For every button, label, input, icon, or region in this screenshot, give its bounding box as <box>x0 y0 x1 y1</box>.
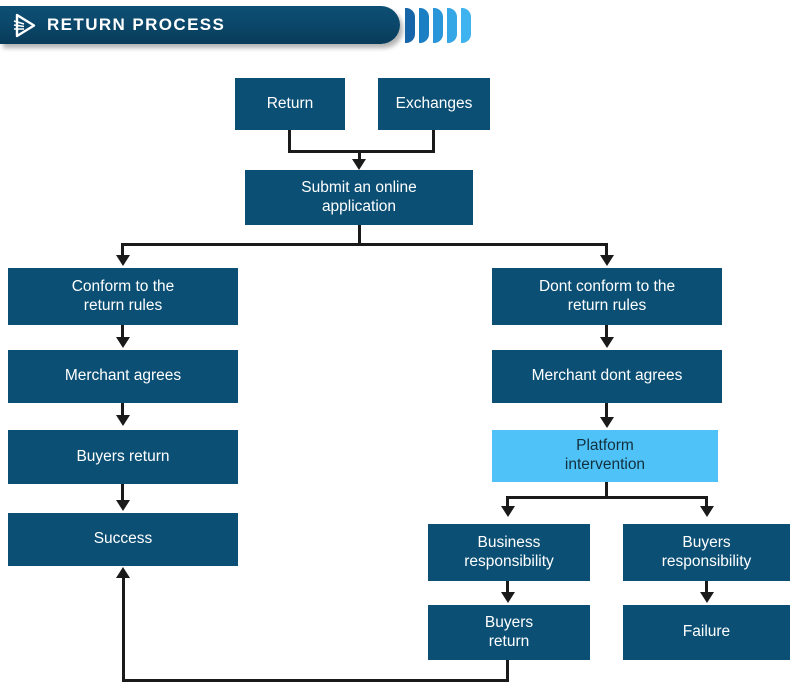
flow-node-label: Buyers responsibility <box>661 533 752 570</box>
edge-buyers-success <box>121 484 124 501</box>
edge-exchanges-down <box>432 130 435 152</box>
edge-merge-top <box>288 150 435 153</box>
arrowhead-business-resp <box>501 506 515 517</box>
arrowhead-merchant-dont <box>600 337 614 348</box>
decor-bar-5 <box>461 8 471 43</box>
flow-node-return[interactable]: Return <box>235 78 345 130</box>
edge-platform-split-bar <box>506 496 708 499</box>
flow-node-label: Dont conform to the return rules <box>538 277 676 314</box>
edge-conform-merchant <box>121 325 124 339</box>
flow-node-label: Buyers return <box>484 613 534 650</box>
flow-node-label: Return <box>266 94 314 112</box>
edge-business-buyersreturn <box>506 581 509 594</box>
flow-node-label: Submit an online application <box>301 178 417 215</box>
flow-node-failure[interactable]: Failure <box>623 605 790 660</box>
arrowhead-feedback-success <box>116 567 130 578</box>
header-bar: RETURN PROCESS <box>0 6 400 44</box>
flow-node-conform[interactable]: Conform to the return rules <box>8 268 238 325</box>
edge-feedback-up <box>122 578 125 679</box>
edge-platform-split-right <box>705 496 708 508</box>
edge-return-down <box>288 130 291 152</box>
flow-node-merchant-dont[interactable]: Merchant dont agrees <box>492 350 722 403</box>
flow-node-label: Buyers return <box>76 447 170 465</box>
arrowhead-buyers-return-left <box>116 415 130 426</box>
flow-node-label: Merchant agrees <box>64 367 182 385</box>
flow-node-submit[interactable]: Submit an online application <box>245 170 473 225</box>
flow-node-label: Merchant dont agrees <box>531 367 683 385</box>
arrowhead-success <box>116 500 130 511</box>
arrowhead-buyers-return-right <box>501 592 515 603</box>
arrowhead-dont-conform <box>600 255 614 266</box>
edge-merchantdont-platform <box>605 403 608 419</box>
flow-node-platform[interactable]: Platform intervention <box>492 430 718 482</box>
flow-node-label: Success <box>93 530 153 548</box>
decor-bar-4 <box>447 8 457 43</box>
flow-node-business-resp[interactable]: Business responsibility <box>428 524 590 581</box>
play-arrow-outline-icon <box>12 13 38 38</box>
edge-feedback-horizontal <box>122 679 509 682</box>
page-title: RETURN PROCESS <box>47 15 226 34</box>
edge-feedback-down <box>506 660 509 682</box>
header-decor-bars <box>405 8 471 43</box>
flow-node-buyers-return-left[interactable]: Buyers return <box>8 430 238 484</box>
edge-to-submit <box>358 150 361 162</box>
flow-node-label: Business responsibility <box>464 533 554 570</box>
flow-node-label: Exchanges <box>395 94 473 112</box>
arrowhead-merchant-agrees <box>116 337 130 348</box>
edge-split-bar <box>121 243 608 246</box>
edge-split-right <box>605 243 608 257</box>
flow-node-merchant-agrees[interactable]: Merchant agrees <box>8 350 238 403</box>
arrowhead-failure <box>700 592 714 603</box>
flow-node-label: Failure <box>682 623 731 641</box>
edge-submit-down <box>358 225 361 245</box>
flow-node-exchanges[interactable]: Exchanges <box>378 78 490 130</box>
flow-node-dont-conform[interactable]: Dont conform to the return rules <box>492 268 722 325</box>
arrowhead-platform <box>600 417 614 428</box>
flow-node-buyers-resp[interactable]: Buyers responsibility <box>623 524 790 581</box>
arrowhead-conform <box>116 255 130 266</box>
edge-platform-down <box>605 482 608 498</box>
decor-bar-2 <box>419 8 429 43</box>
flow-node-label: Conform to the return rules <box>71 277 175 314</box>
decor-bar-1 <box>405 8 415 43</box>
edge-dontconform-merchantdont <box>605 325 608 339</box>
edge-platform-split-left <box>506 496 509 508</box>
edge-merchant-buyers <box>121 403 124 417</box>
arrowhead-buyers-resp <box>700 506 714 517</box>
edge-buyersresp-failure <box>705 581 708 594</box>
flow-node-label: Platform intervention <box>564 437 646 473</box>
decor-bar-3 <box>433 8 443 43</box>
edge-split-left <box>121 243 124 257</box>
flow-node-buyers-return-right[interactable]: Buyers return <box>428 605 590 660</box>
flow-node-success[interactable]: Success <box>8 513 238 566</box>
arrowhead-submit <box>352 159 366 170</box>
